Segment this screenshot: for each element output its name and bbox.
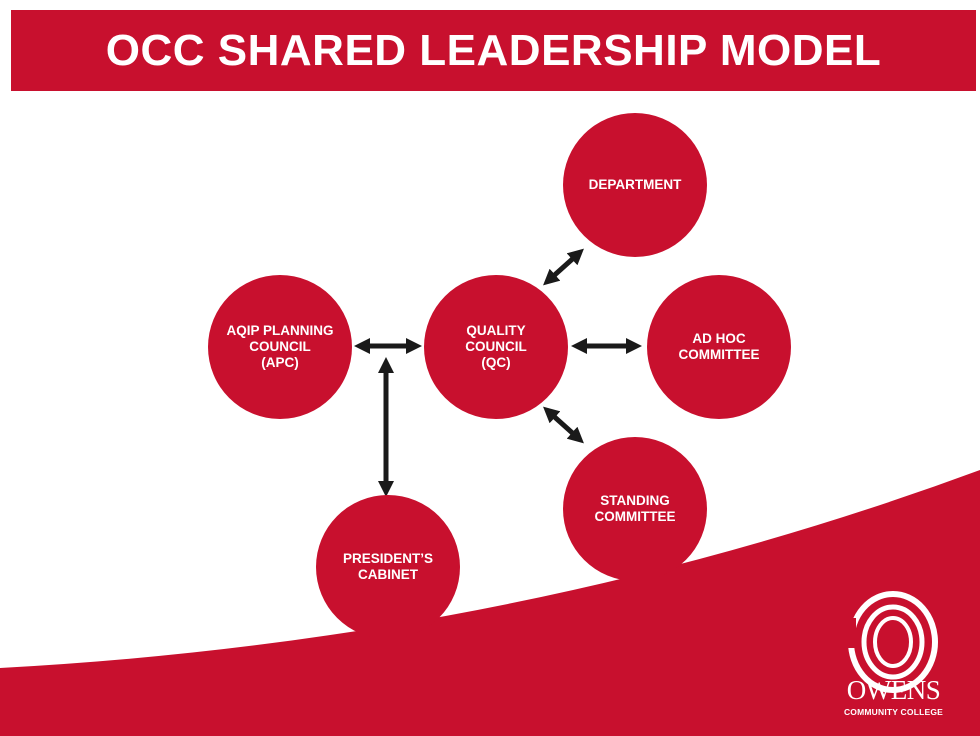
page-title: OCC SHARED LEADERSHIP MODEL — [105, 26, 882, 75]
logo-wordmark: OWENS — [846, 675, 941, 705]
owens-o-logo-icon — [838, 591, 938, 693]
node-standing-committee-label: STANDING COMMITTEE — [594, 493, 676, 524]
node-department-label: DEPARTMENT — [588, 177, 682, 192]
node-presidents-cabinet: PRESIDENT’S CABINET — [316, 495, 460, 639]
node-ad-hoc-committee: AD HOC COMMITTEE — [647, 275, 791, 419]
node-quality-council-label: QUALITY COUNCIL (QC) — [465, 323, 527, 370]
title-bar: OCC SHARED LEADERSHIP MODEL — [11, 10, 976, 91]
logo-tagline: COMMUNITY COLLEGE — [843, 707, 944, 717]
arrow-qc-standing — [543, 406, 584, 444]
node-standing-committee: STANDING COMMITTEE — [563, 437, 707, 581]
node-department: DEPARTMENT — [563, 113, 707, 257]
node-aqip-planning-council: AQIP PLANNING COUNCIL (APC) — [208, 275, 352, 419]
node-quality-council: QUALITY COUNCIL (QC) — [424, 275, 568, 419]
node-aqip-planning-council-label: AQIP PLANNING COUNCIL (APC) — [226, 323, 334, 370]
node-ad-hoc-committee-label: AD HOC COMMITTEE — [678, 331, 760, 362]
arrow-qc-department — [543, 248, 584, 286]
node-presidents-cabinet-label: PRESIDENT’S CABINET — [342, 551, 434, 582]
